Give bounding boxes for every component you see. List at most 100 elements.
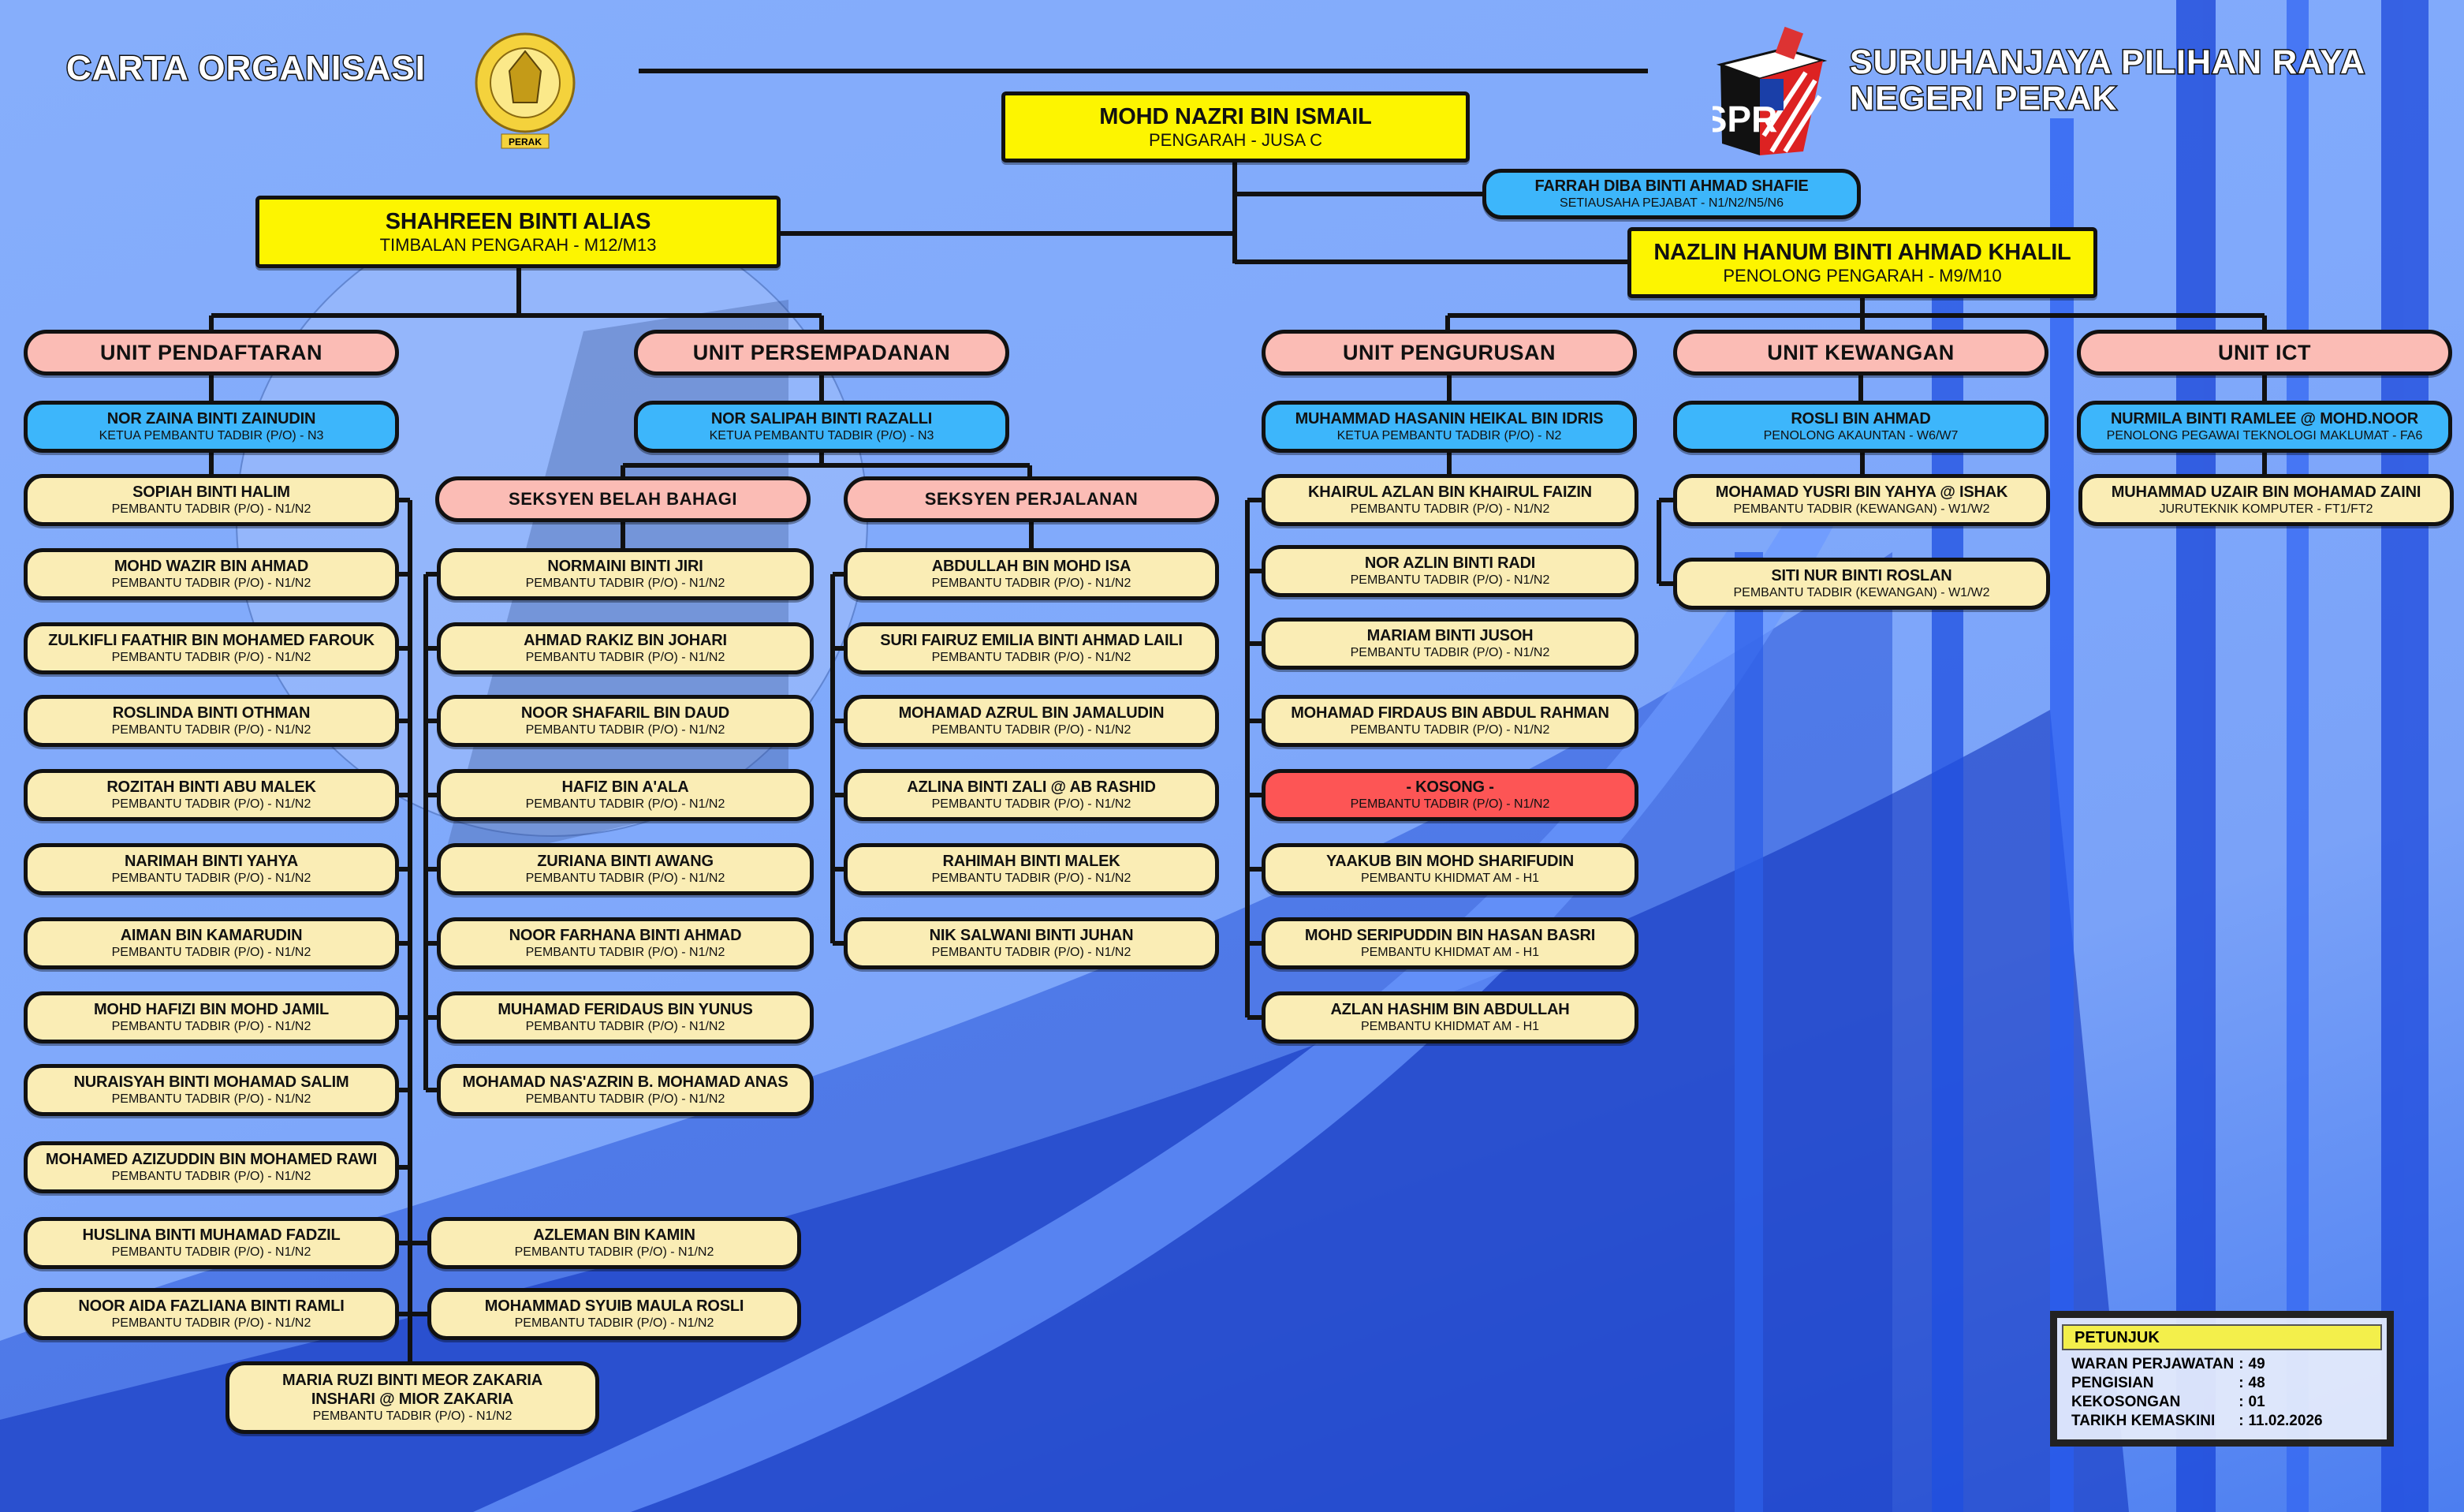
- position-holder-name: NOR ZAINA BINTI ZAINUDIN: [106, 410, 316, 427]
- position-holder-name: MOHAMAD YUSRI BIN YAHYA @ ISHAK: [1715, 483, 2008, 501]
- position-holder-name: MUHAMMAD UZAIR BIN MOHAMAD ZAINI: [2111, 483, 2421, 501]
- position-holder-name: AZLINA BINTI ZALI @ AB RASHID: [907, 778, 1156, 796]
- position-holder-name: ABDULLAH BIN MOHD ISA: [931, 558, 1131, 575]
- position-holder-name: UNIT PENDAFTARAN: [100, 341, 322, 364]
- position-holder-name: SOPIAH BINTI HALIM: [132, 483, 290, 501]
- svg-text:SPR: SPR: [1713, 99, 1777, 140]
- position-holder-name: MOHAMED AZIZUDDIN BIN MOHAMED RAWI: [45, 1151, 378, 1168]
- position-holder-name: MARIA RUZI BINTI MEOR ZAKARIA: [281, 1372, 543, 1389]
- chart-title: CARTA ORGANISASI: [65, 48, 427, 89]
- position-holder-name: MUHAMAD FERIDAUS BIN YUNUS: [498, 1001, 753, 1018]
- position-holder-name: NURAISYAH BINTI MOHAMAD SALIM: [73, 1073, 349, 1091]
- position-title: PEMBANTU KHIDMAT AM - H1: [1360, 946, 1540, 959]
- legend-value: 48: [2248, 1375, 2265, 1391]
- org-name-line2: NEGERI PERAK: [1848, 80, 2118, 118]
- position-title: PENOLONG AKAUNTAN - W6/W7: [1763, 429, 1959, 442]
- unit-header-kewangan: UNIT KEWANGAN: [1673, 330, 2048, 375]
- position-holder-name: MOHD NAZRI BIN ISMAIL: [1099, 104, 1372, 129]
- position-title: PEMBANTU TADBIR (P/O) - N1/N2: [931, 651, 1131, 664]
- position-title: PEMBANTU TADBIR (P/O) - N1/N2: [931, 797, 1131, 811]
- staff-box: SURI FAIRUZ EMILIA BINTI AHMAD LAILI PEMB…: [844, 622, 1219, 674]
- position-holder-name: NORMAINI BINTI JIRI: [547, 558, 703, 575]
- position-holder-name: SURI FAIRUZ EMILIA BINTI AHMAD LAILI: [880, 632, 1183, 649]
- section-header-perjalanan: SEKSYEN PERJALANAN: [844, 476, 1219, 522]
- position-holder-name: NOR SALIPAH BINTI RAZALLI: [710, 410, 933, 427]
- position-title: PEMBANTU TADBIR (P/O) - N1/N2: [111, 502, 311, 516]
- position-holder-name: HAFIZ BIN A'ALA: [561, 778, 689, 796]
- position-holder-name: FARRAH DIBA BINTI AHMAD SHAFIE: [1534, 177, 1809, 195]
- section-header-belah-bahagi: SEKSYEN BELAH BAHAGI: [435, 476, 811, 522]
- position-title: PEMBANTU TADBIR (P/O) - N1/N2: [525, 577, 725, 590]
- legend-value: 01: [2248, 1394, 2265, 1410]
- position-title: PEMBANTU TADBIR (P/O) - N1/N2: [111, 1245, 311, 1259]
- position-title: PEMBANTU TADBIR (KEWANGAN) - W1/W2: [1733, 586, 1990, 599]
- position-title: PEMBANTU TADBIR (P/O) - N1/N2: [312, 1409, 513, 1423]
- position-holder-name: ZURIANA BINTI AWANG: [537, 853, 714, 870]
- staff-box: NORMAINI BINTI JIRI PEMBANTU TADBIR (P/O)…: [437, 548, 814, 600]
- position-title: PEMBANTU TADBIR (P/O) - N1/N2: [931, 577, 1131, 590]
- position-title: PEMBANTU KHIDMAT AM - H1: [1360, 1020, 1540, 1033]
- staff-box: MOHD SERIPUDDIN BIN HASAN BASRI PEMBANTU …: [1262, 917, 1638, 969]
- position-holder-name: SEKSYEN PERJALANAN: [924, 489, 1139, 509]
- position-title: PENOLONG PEGAWAI TEKNOLOGI MAKLUMAT - FA…: [2106, 429, 2423, 442]
- position-title: TIMBALAN PENGARAH - M12/M13: [379, 235, 657, 255]
- position-holder-name: RAHIMAH BINTI MALEK: [942, 853, 1120, 870]
- legend-row: PENGISIAN:48: [2071, 1374, 2328, 1393]
- position-title: PEMBANTU TADBIR (P/O) - N1/N2: [525, 651, 725, 664]
- position-holder-name: NURMILA BINTI RAMLEE @ MOHD.NOOR: [2110, 410, 2419, 427]
- position-title: PEMBANTU TADBIR (P/O) - N1/N2: [525, 946, 725, 959]
- position-holder-name: MOHAMMAD SYUIB MAULA ROSLI: [484, 1297, 744, 1315]
- unit-header-persempadanan: UNIT PERSEMPADANAN: [634, 330, 1009, 375]
- legend-separator: :: [2238, 1413, 2244, 1429]
- legend-label: PENGISIAN: [2071, 1375, 2154, 1391]
- position-holder-name: NARIMAH BINTI YAHYA: [125, 853, 298, 870]
- position-title: PEMBANTU TADBIR (P/O) - N1/N2: [1350, 646, 1550, 659]
- unit-head-ict: NURMILA BINTI RAMLEE @ MOHD.NOOR PENOLONG…: [2077, 401, 2452, 453]
- position-holder-name: KHAIRUL AZLAN BIN KHAIRUL FAIZIN: [1308, 483, 1592, 501]
- unit-header-pengurusan: UNIT PENGURUSAN: [1262, 330, 1637, 375]
- position-title: PEMBANTU TADBIR (P/O) - N1/N2: [111, 1092, 311, 1106]
- position-holder-name: HUSLINA BINTI MUHAMAD FADZIL: [82, 1226, 341, 1244]
- legend-label: KEKOSONGAN: [2071, 1394, 2181, 1410]
- staff-box: ABDULLAH BIN MOHD ISA PEMBANTU TADBIR (P/…: [844, 548, 1219, 600]
- unit-header-ict: UNIT ICT: [2077, 330, 2452, 375]
- position-title: PEMBANTU TADBIR (P/O) - N1/N2: [111, 872, 311, 885]
- position-title: PEMBANTU TADBIR (P/O) - N1/N2: [111, 723, 311, 737]
- position-holder-name: NOOR AIDA FAZLIANA BINTI RAMLI: [78, 1297, 345, 1315]
- position-holder-name: UNIT KEWANGAN: [1767, 341, 1955, 364]
- position-holder-name: NOR AZLIN BINTI RADI: [1364, 554, 1536, 572]
- legend-label: WARAN PERJAWATAN: [2071, 1356, 2235, 1372]
- svg-text:PERAK: PERAK: [509, 136, 542, 147]
- position-holder-name: MOHD SERIPUDDIN BIN HASAN BASRI: [1304, 927, 1596, 944]
- position-title: PENOLONG PENGARAH - M9/M10: [1723, 266, 2002, 286]
- position-title: PEMBANTU TADBIR (P/O) - N1/N2: [1350, 723, 1550, 737]
- position-title: PEMBANTU TADBIR (P/O) - N1/N2: [525, 872, 725, 885]
- legend-row: KEKOSONGAN:01: [2071, 1393, 2328, 1412]
- position-title: PEMBANTU TADBIR (P/O) - N1/N2: [931, 946, 1131, 959]
- legend-title: PETUNJUK: [2062, 1324, 2382, 1350]
- position-title: PEMBANTU TADBIR (P/O) - N1/N2: [514, 1245, 714, 1259]
- position-title: PEMBANTU KHIDMAT AM - H1: [1360, 872, 1540, 885]
- position-title: PEMBANTU TADBIR (P/O) - N1/N2: [1350, 573, 1550, 587]
